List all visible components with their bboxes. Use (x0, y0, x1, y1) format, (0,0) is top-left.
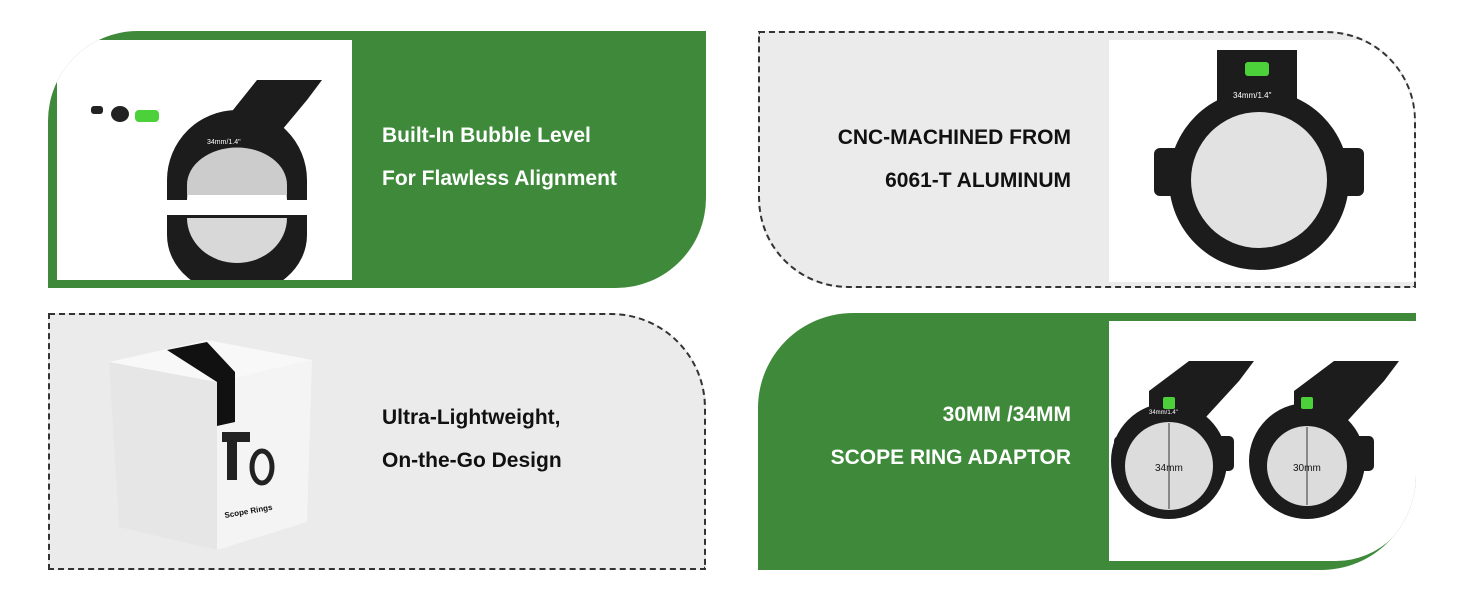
feature-panel-cnc: CNC-MACHINED FROM 6061-T ALUMINUM 34mm/1… (758, 31, 1416, 288)
feature-line-1: Ultra-Lightweight, (382, 406, 561, 429)
feature-line-2: On-the-Go Design (382, 449, 562, 472)
feature-panel-adaptor: 30MM /34MM SCOPE RING ADAPTOR 34mm/1.4" … (758, 313, 1416, 570)
feature-line-2: For Flawless Alignment (382, 167, 617, 190)
feature-panel-bubble-level: 34mm/1.4" Built-In Bubble Level For Flaw… (48, 31, 706, 288)
ring-front-image: 34mm/1.4" (1109, 40, 1414, 282)
size-engraving: 34mm/1.4" (207, 139, 241, 146)
feature-line-1: 30MM /34MM (942, 403, 1071, 426)
size-engraving: 34mm/1.4" (1233, 91, 1272, 100)
feature-panel-lightweight: Scope Rings Ultra-Lightweight, On-the-Go… (48, 313, 706, 570)
two-rings-image: 34mm/1.4" 34mm 30mm (1109, 321, 1416, 561)
feature-line-1: Built-In Bubble Level (382, 124, 591, 147)
feature-text: 30MM /34MM SCOPE RING ADAPTOR (831, 393, 1071, 479)
feature-line-1: CNC-MACHINED FROM (837, 126, 1071, 149)
size-engraving: 34mm/1.4" (1149, 410, 1178, 416)
packaging-box-image: Scope Rings (57, 322, 352, 562)
exploded-ring-image: 34mm/1.4" (57, 40, 352, 280)
feature-text: Built-In Bubble Level For Flawless Align… (382, 114, 617, 200)
feature-text: CNC-MACHINED FROM 6061-T ALUMINUM (838, 116, 1071, 202)
diameter-label-34mm: 34mm (1155, 463, 1183, 474)
feature-line-2: SCOPE RING ADAPTOR (830, 446, 1071, 469)
diameter-label-30mm: 30mm (1293, 463, 1321, 474)
feature-line-2: 6061-T ALUMINUM (885, 169, 1071, 192)
feature-text: Ultra-Lightweight, On-the-Go Design (382, 396, 562, 482)
